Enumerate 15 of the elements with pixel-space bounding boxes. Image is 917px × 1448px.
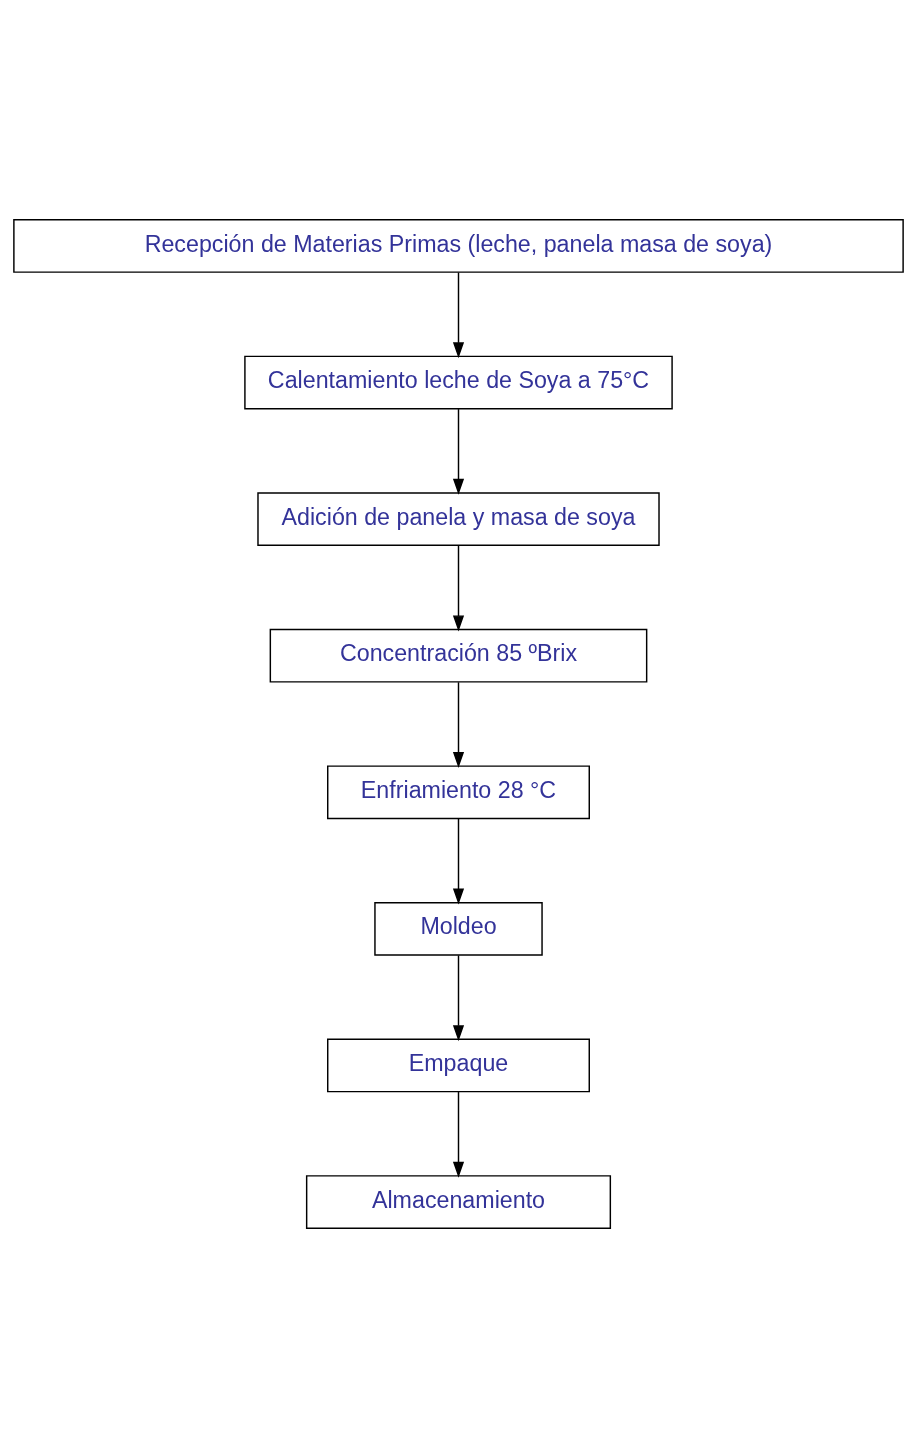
node-box: Calentamiento leche de Soya a 75°C [244,355,673,410]
arrow [452,1091,465,1178]
arrow [452,954,465,1042]
arrow [452,818,465,905]
arrow [452,545,465,632]
node-box: Almacenamiento [305,1175,612,1229]
node-box: Moldeo [374,902,543,956]
node-box: Empaque [327,1038,590,1093]
arrow [452,408,465,495]
node-box: Enfriamiento 28 °C [327,765,590,820]
node-box: Adición de panela y masa de soya [257,492,660,546]
arrow [452,271,465,359]
node-box: Recepción de Materias Primas (leche, panela masa de soya) [13,219,904,273]
node-box: Concentración 85 ºBrix [269,628,648,683]
arrow [452,681,465,768]
